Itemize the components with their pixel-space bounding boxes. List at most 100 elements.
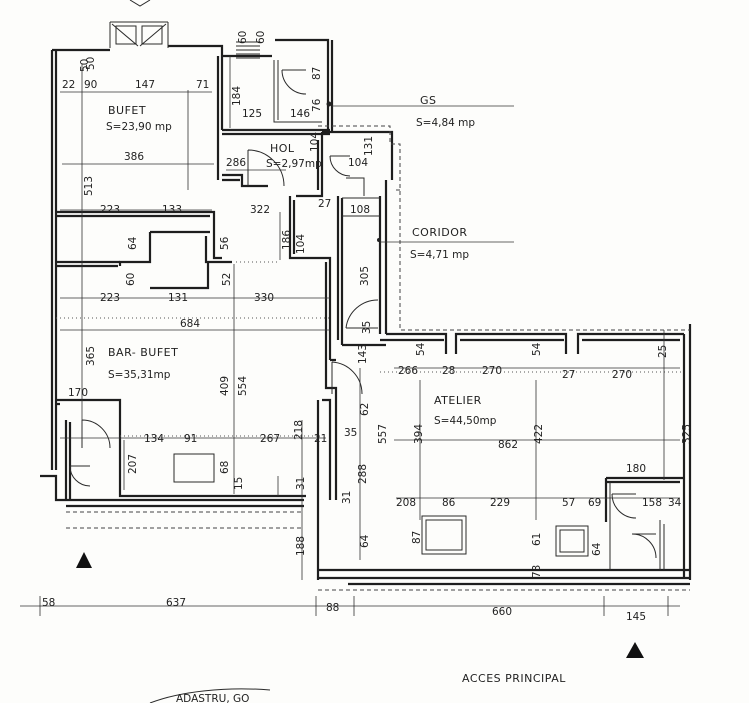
dim-v-31: 288 (357, 464, 369, 484)
dim-h-12: 223 (100, 204, 120, 216)
dim-h-48: 145 (626, 611, 646, 623)
dim-h-41: 69 (588, 497, 601, 509)
dim-h-4: 71 (196, 79, 209, 91)
dim-v-10: 56 (219, 236, 231, 250)
wall-atelier-right (682, 324, 692, 580)
dim-h-36: 180 (626, 463, 646, 475)
wall-bar-top (56, 260, 120, 268)
stamp-text: ADASTRU, GO (176, 693, 249, 703)
dim-v-32: 31 (341, 491, 353, 504)
dim-v-9: 64 (127, 236, 139, 250)
section-marker-left (76, 552, 92, 568)
dim-v-21: 218 (293, 420, 305, 440)
dim-v-3: 60 (237, 31, 249, 44)
dim-h-47: 660 (492, 606, 512, 618)
wall-link (330, 343, 386, 362)
wall-atelier-top (386, 332, 684, 354)
door-hol (247, 149, 285, 187)
dim-v-5: 76 (311, 98, 323, 112)
dim-v-19: 409 (219, 376, 231, 396)
dim-h-43: 34 (668, 497, 682, 509)
dim-h-45: 637 (166, 597, 186, 609)
entrance-label: ACCES PRINCIPAL (462, 672, 566, 685)
door-wc-left (81, 419, 111, 449)
door-wc-right-2 (631, 533, 657, 559)
window-top-2 (141, 25, 163, 45)
dim-h-35: 862 (498, 439, 518, 451)
dim-v-24: 394 (413, 424, 425, 444)
dim-v-7: 104 (309, 132, 321, 152)
dim-v-17: 143 (357, 344, 369, 364)
door-bufet-top (109, 21, 169, 48)
door-gs (281, 69, 307, 95)
wall-atelier-bottom (318, 568, 690, 586)
dim-h-29: 170 (68, 387, 88, 399)
room-area-atelier: S=44,50mp (434, 415, 497, 427)
window-top (115, 25, 137, 45)
wall-hol-right (296, 132, 324, 198)
wall-corridor-left (336, 196, 344, 345)
dim-v-18: 365 (85, 346, 97, 366)
wall-bar-inner (150, 262, 210, 290)
dim-v-28: 68 (219, 461, 231, 474)
dim-h-33: 21 (314, 433, 327, 445)
dim-v-36: 188 (295, 536, 307, 556)
vertical-dimensions: 50 184 60 60 76 87 104 513 64 56 186 104… (83, 31, 693, 578)
room-area-coridor: S=4,71 mp (410, 249, 469, 261)
dim-h-3: 147 (135, 79, 155, 91)
dim-v-1: 50 (85, 57, 97, 70)
stamp-arc (149, 688, 271, 703)
column-1 (173, 453, 215, 483)
wall-lower-left (56, 398, 306, 498)
wall-bufet-bottom (56, 210, 222, 260)
dim-v-11: 186 (281, 230, 293, 250)
dim-h-28: 25 (657, 345, 669, 358)
dim-h-22: 28 (442, 365, 455, 377)
horizontal-dimensions: 22 90 147 71 50 125 146 386 286 104 131 … (42, 59, 682, 623)
dim-h-7: 146 (290, 108, 310, 120)
wall-atelier-left (316, 398, 332, 580)
dim-v-33: 87 (411, 531, 423, 544)
dim-v-20: 554 (237, 376, 249, 396)
marker-gs (326, 101, 332, 107)
dim-h-6: 125 (242, 108, 262, 120)
wall-gs-inner (273, 60, 322, 123)
dim-h-17: 223 (100, 292, 120, 304)
dim-v-22: 62 (359, 403, 371, 416)
door-atelier (331, 361, 363, 395)
dim-v-8: 513 (83, 176, 95, 196)
dim-v-4: 60 (255, 31, 267, 44)
door-corridor-bottom (345, 299, 379, 329)
room-name-hol: HOL (270, 142, 295, 155)
dim-h-11: 131 (363, 136, 375, 156)
dim-v-38: 73 (531, 565, 543, 578)
dim-v-6: 87 (311, 67, 323, 80)
wall-gs-right (322, 40, 394, 180)
wall-outer-left (50, 50, 58, 470)
dim-h-26: 27 (562, 369, 575, 381)
wall-wc-left (64, 420, 72, 500)
dimension-lines (20, 56, 680, 616)
dim-h-44: 58 (42, 597, 55, 609)
room-name-atelier: ATELIER (434, 394, 482, 407)
dim-v-30: 31 (295, 477, 307, 490)
column-3 (425, 519, 463, 551)
dim-v-26: 325 (681, 424, 693, 444)
dim-h-5: 50 (79, 59, 91, 72)
dim-h-38: 86 (442, 497, 456, 509)
dim-h-18: 131 (168, 292, 188, 304)
door-wc-left-2 (69, 465, 91, 487)
dim-v-29: 15 (233, 477, 245, 490)
wall-top-bufet (52, 44, 224, 56)
wall-wc-right-inner (609, 482, 665, 570)
wall-mid-block (118, 230, 232, 266)
dim-h-24: 54 (415, 342, 427, 356)
dim-h-30: 134 (144, 433, 164, 445)
dim-v-2: 184 (231, 86, 243, 106)
marker-coridor (377, 238, 381, 242)
dim-h-15: 27 (318, 198, 331, 210)
room-area-bufet: S=23,90 mp (106, 121, 172, 133)
dim-h-32: 267 (260, 433, 280, 445)
dim-h-20: 684 (180, 318, 200, 330)
